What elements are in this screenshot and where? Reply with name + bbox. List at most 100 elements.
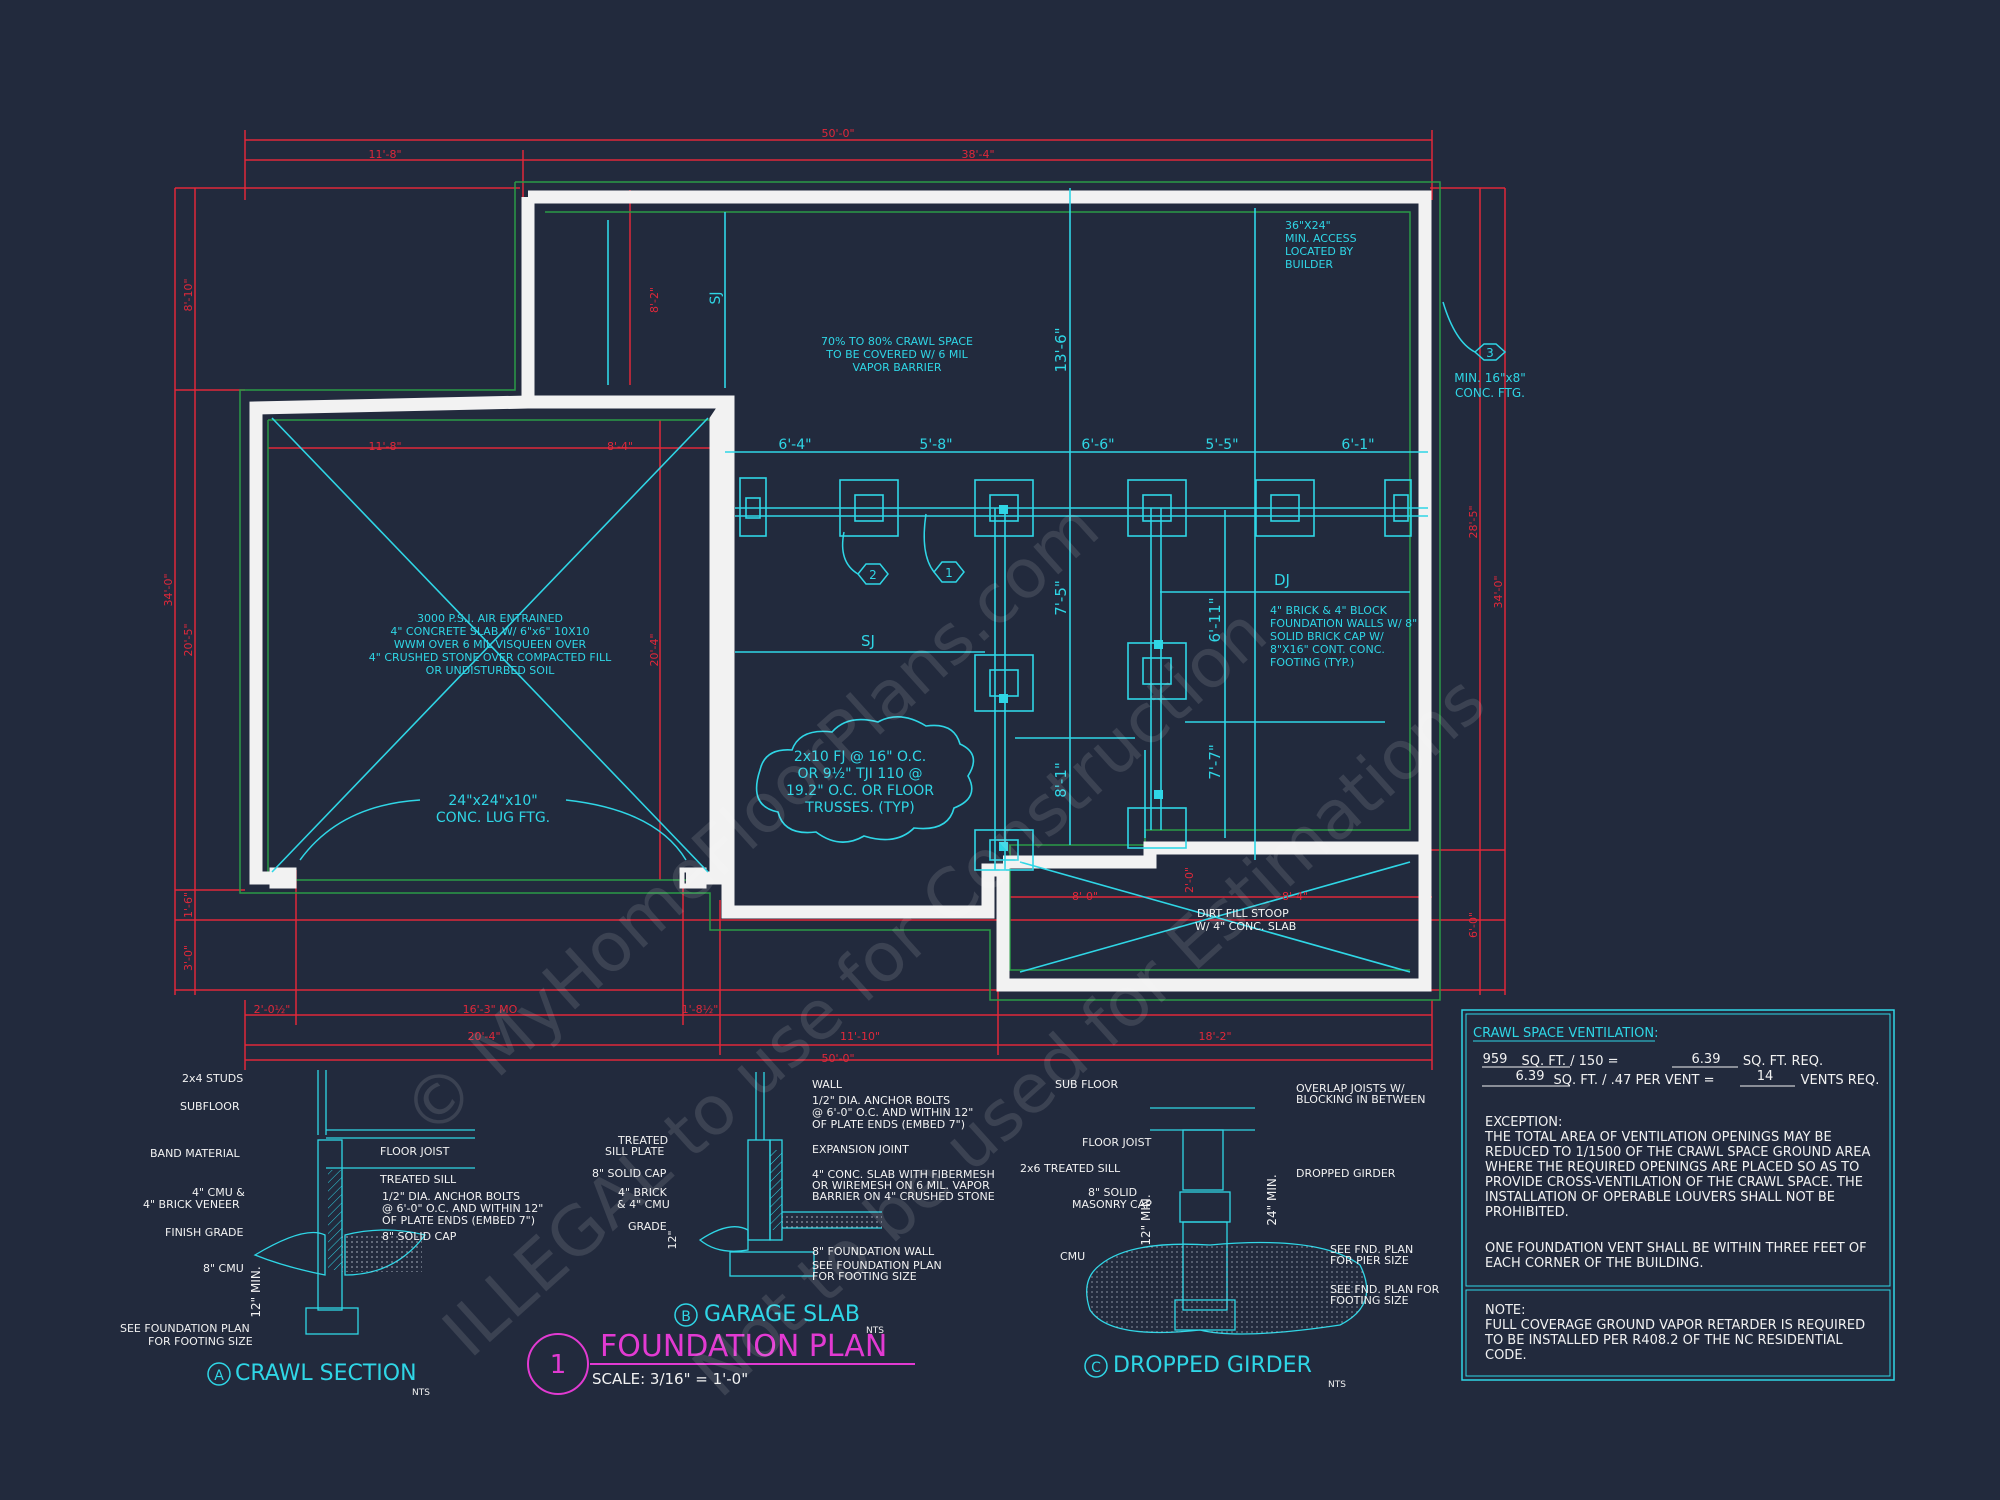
svg-text:4" BRICK & 4" BLOCK: 4" BRICK & 4" BLOCK bbox=[1270, 604, 1388, 617]
svg-text:SEE FND. PLAN FOR: SEE FND. PLAN FOR bbox=[1330, 1283, 1440, 1296]
svg-text:NOTE:: NOTE: bbox=[1485, 1303, 1526, 1318]
dim-bottom-a: 2'-0½" bbox=[254, 1003, 291, 1016]
joist-note: 2x10 FJ @ 16" O.C. OR 9½" TJI 110 @ 19.2… bbox=[786, 749, 934, 816]
dim-right-a: 28'-5" bbox=[1467, 505, 1480, 538]
svg-text:OVERLAP JOISTS W/: OVERLAP JOISTS W/ bbox=[1296, 1082, 1405, 1095]
svg-text:@ 6'-0" O.C. AND WITHIN 12": @ 6'-0" O.C. AND WITHIN 12" bbox=[812, 1106, 973, 1119]
svg-text:VAPOR BARRIER: VAPOR BARRIER bbox=[853, 361, 942, 374]
red-dimension-lines bbox=[174, 130, 1506, 1070]
svg-text:8" FOUNDATION WALL: 8" FOUNDATION WALL bbox=[812, 1245, 935, 1258]
svg-text:4" BRICK: 4" BRICK bbox=[618, 1186, 668, 1199]
callout-3: 3 bbox=[1486, 346, 1494, 360]
svg-text:8" CMU: 8" CMU bbox=[203, 1262, 244, 1275]
dim-7-7: 7'-7" bbox=[1206, 744, 1224, 780]
callout-2: 2 bbox=[869, 568, 877, 582]
sj-label-mid: SJ bbox=[861, 632, 875, 650]
svg-text:1/2" DIA. ANCHOR BOLTS: 1/2" DIA. ANCHOR BOLTS bbox=[812, 1094, 950, 1107]
svg-text:OF PLATE ENDS (EMBED 7"): OF PLATE ENDS (EMBED 7") bbox=[382, 1214, 535, 1227]
ventilation-heading: CRAWL SPACE VENTILATION: bbox=[1473, 1026, 1659, 1041]
svg-text:FULL COVERAGE GROUND VAPOR RET: FULL COVERAGE GROUND VAPOR RETARDER IS R… bbox=[1485, 1318, 1865, 1333]
svg-text:8" SOLID CAP: 8" SOLID CAP bbox=[592, 1167, 667, 1180]
svg-text:BUILDER: BUILDER bbox=[1285, 258, 1333, 271]
vertical-dimensions: 13'-6" 7'-5" 6'-11" 8'-1" 7'-7" bbox=[1052, 327, 1224, 797]
dim-right-total: 34'-0" bbox=[1492, 575, 1505, 608]
dim-upper-left-v: 8'-2" bbox=[648, 287, 661, 313]
detail-b-title: GARAGE SLAB bbox=[704, 1302, 860, 1327]
svg-text:BARRIER ON 4" CRUSHED STONE: BARRIER ON 4" CRUSHED STONE bbox=[812, 1190, 995, 1203]
detail-crawl-section: 2x4 STUDS SUBFLOOR BAND MATERIAL 4" CMU … bbox=[120, 1070, 543, 1398]
dim-stoop-b: 8'-4" bbox=[1282, 890, 1308, 903]
detail-c-letter: C bbox=[1091, 1360, 1101, 1376]
svg-text:4" CONC. SLAB WITH FIBERMESH: 4" CONC. SLAB WITH FIBERMESH bbox=[812, 1168, 995, 1181]
svg-text:FINISH GRADE: FINISH GRADE bbox=[165, 1226, 244, 1239]
svg-text:CONC. LUG FTG.: CONC. LUG FTG. bbox=[436, 810, 550, 826]
svg-text:FOOTING (TYP.): FOOTING (TYP.) bbox=[1270, 656, 1354, 669]
svg-text:& 4" CMU: & 4" CMU bbox=[617, 1198, 670, 1211]
svg-text:12" MIN.: 12" MIN. bbox=[1139, 1194, 1153, 1245]
svg-text:6.39: 6.39 bbox=[1692, 1052, 1721, 1067]
svg-text:ONE FOUNDATION VENT SHALL BE W: ONE FOUNDATION VENT SHALL BE WITHIN THRE… bbox=[1485, 1241, 1867, 1256]
svg-text:8"X16" CONT. CONC.: 8"X16" CONT. CONC. bbox=[1270, 643, 1385, 656]
dim-left-top: 8'-10" bbox=[182, 278, 195, 311]
svg-text:2x10 FJ @ 16" O.C.: 2x10 FJ @ 16" O.C. bbox=[794, 749, 926, 765]
svg-text:WWM OVER 6 MIL VISQUEEN OVER: WWM OVER 6 MIL VISQUEEN OVER bbox=[394, 638, 587, 651]
svg-text:PROVIDE CROSS-VENTILATION OF T: PROVIDE CROSS-VENTILATION OF THE CRAWL S… bbox=[1485, 1175, 1863, 1190]
dim-bottom-left-total: 20'-4" bbox=[467, 1030, 500, 1043]
lug-footing-note: 24"x24"x10" CONC. LUG FTG. bbox=[436, 793, 550, 826]
svg-text:GRADE: GRADE bbox=[628, 1220, 667, 1233]
detail-c-nts: NTS bbox=[1328, 1380, 1346, 1390]
svg-text:19.2" O.C. OR FLOOR: 19.2" O.C. OR FLOOR bbox=[786, 783, 934, 799]
svg-text:12" MIN.: 12" MIN. bbox=[249, 1266, 263, 1317]
svg-text:SEE FOUNDATION PLAN: SEE FOUNDATION PLAN bbox=[812, 1259, 942, 1272]
dim-6-11: 6'-11" bbox=[1206, 597, 1224, 642]
dim-garage-inner-b: 8'-4" bbox=[607, 440, 633, 453]
slab-note: 3000 P.S.I. AIR ENTRAINED 4" CONCRETE SL… bbox=[369, 612, 612, 677]
svg-text:LOCATED BY: LOCATED BY bbox=[1285, 245, 1353, 258]
detail-dropped-girder: SUB FLOOR FLOOR JOIST 2x6 TREATED SILL 8… bbox=[1020, 1078, 1440, 1390]
footing-callout-note: MIN. 16"x8" CONC. FTG. bbox=[1454, 371, 1526, 400]
dim-right-b: 6'-0" bbox=[1467, 912, 1480, 938]
svg-text:FLOOR JOIST: FLOOR JOIST bbox=[380, 1145, 450, 1158]
svg-text:SQ. FT. / 150 =: SQ. FT. / 150 = bbox=[1521, 1054, 1618, 1069]
svg-text:THE TOTAL AREA OF VENTILATION: THE TOTAL AREA OF VENTILATION OPENINGS M… bbox=[1484, 1130, 1832, 1145]
stoop-note: DIRT FILL STOOP W/ 4" CONC. SLAB bbox=[1195, 907, 1296, 933]
garage-door-jambs bbox=[269, 867, 707, 889]
svg-text:CMU: CMU bbox=[1060, 1250, 1085, 1263]
svg-text:OF PLATE ENDS (EMBED 7"): OF PLATE ENDS (EMBED 7") bbox=[812, 1118, 965, 1131]
svg-text:1/2" DIA. ANCHOR BOLTS: 1/2" DIA. ANCHOR BOLTS bbox=[382, 1190, 520, 1203]
svg-text:SOLID BRICK CAP W/: SOLID BRICK CAP W/ bbox=[1270, 630, 1384, 643]
drawing-scale: SCALE: 3/16" = 1'-0" bbox=[592, 1370, 748, 1388]
detail-c-title: DROPPED GIRDER bbox=[1113, 1353, 1312, 1378]
drawing-number: 1 bbox=[550, 1350, 567, 1380]
svg-text:INSTALLATION OF OPERABLE LOUVE: INSTALLATION OF OPERABLE LOUVERS SHALL N… bbox=[1485, 1190, 1835, 1205]
svg-text:REDUCED TO 1/1500 OF THE CRAWL: REDUCED TO 1/1500 OF THE CRAWL SPACE GRO… bbox=[1485, 1145, 1870, 1160]
svg-text:36"X24": 36"X24" bbox=[1285, 219, 1331, 232]
svg-text:MIN. 16"x8": MIN. 16"x8" bbox=[1454, 371, 1526, 385]
svg-text:SQ. FT. REQ.: SQ. FT. REQ. bbox=[1743, 1054, 1823, 1069]
svg-text:SQ. FT. / .47 PER VENT =: SQ. FT. / .47 PER VENT = bbox=[1554, 1073, 1715, 1088]
callout-markers bbox=[299, 301, 1507, 861]
callout-hex-1 bbox=[933, 561, 965, 583]
svg-text:TO BE COVERED W/ 6 MIL: TO BE COVERED W/ 6 MIL bbox=[825, 348, 968, 361]
svg-text:4" CMU &: 4" CMU & bbox=[192, 1186, 245, 1199]
detail-a-letter: A bbox=[214, 1368, 224, 1384]
svg-text:TREATED: TREATED bbox=[617, 1134, 668, 1147]
svg-text:CODE.: CODE. bbox=[1485, 1348, 1527, 1363]
sj-label-upper: SJ bbox=[708, 291, 724, 304]
svg-text:MIN. ACCESS: MIN. ACCESS bbox=[1285, 232, 1357, 245]
svg-text:8" SOLID: 8" SOLID bbox=[1088, 1186, 1137, 1199]
svg-text:24" MIN.: 24" MIN. bbox=[1265, 1174, 1279, 1225]
dim-top-left: 11'-8" bbox=[368, 148, 401, 161]
svg-text:BAND MATERIAL: BAND MATERIAL bbox=[150, 1147, 241, 1160]
svg-text:WALL: WALL bbox=[812, 1078, 843, 1091]
svg-text:FLOOR JOIST: FLOOR JOIST bbox=[1082, 1136, 1152, 1149]
dim-garage-inner-a: 11'-8" bbox=[368, 440, 401, 453]
pier-dots bbox=[999, 505, 1163, 851]
dim-7-5: 7'-5" bbox=[1052, 580, 1070, 616]
svg-text:TRUSSES. (TYP): TRUSSES. (TYP) bbox=[804, 800, 914, 816]
drawing-title: FOUNDATION PLAN bbox=[600, 1329, 887, 1364]
dim-bottom-overall: 50'-0" bbox=[821, 1052, 854, 1065]
detail-b-nts: NTS bbox=[866, 1326, 884, 1336]
dim-stoop-v: 2'-0" bbox=[1183, 867, 1196, 893]
